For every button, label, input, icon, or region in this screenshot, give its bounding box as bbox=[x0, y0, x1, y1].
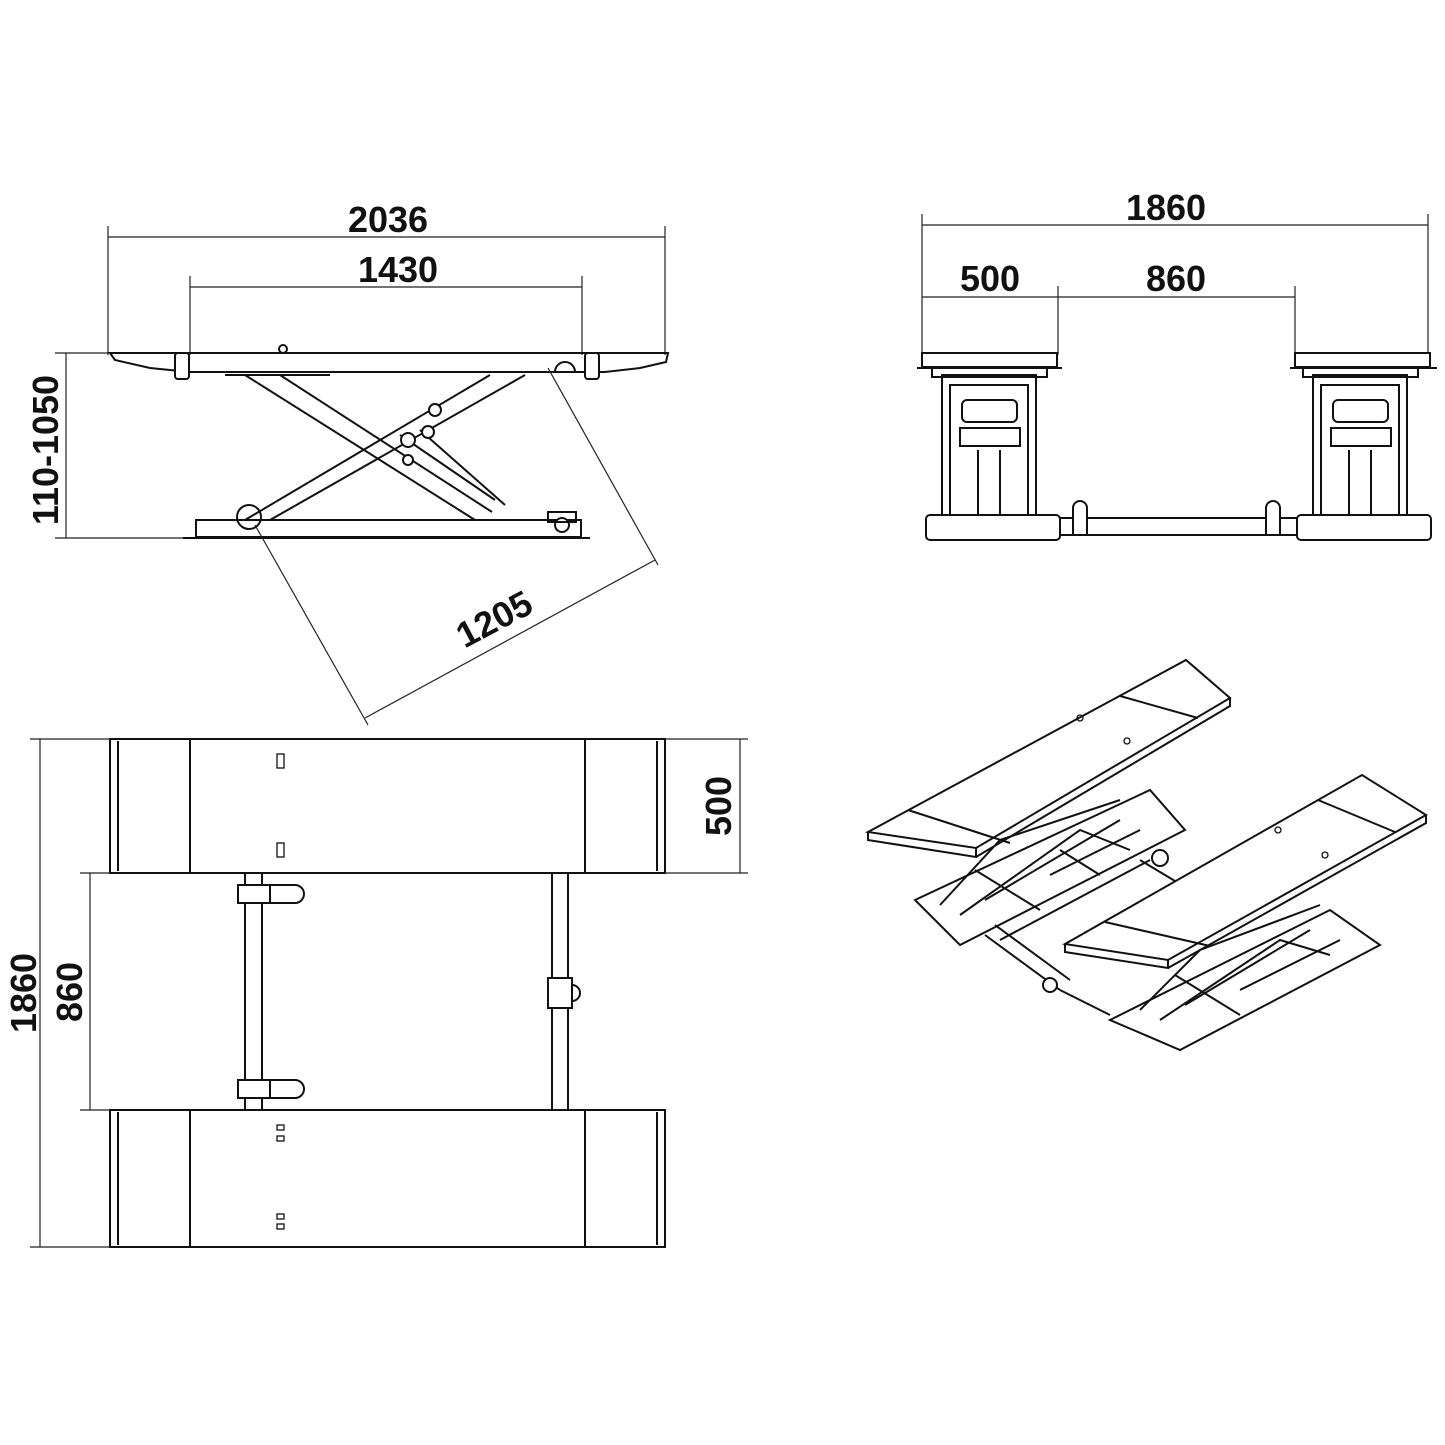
dimension-label-1430: 1430 bbox=[358, 249, 438, 290]
dimension-label-860-top: 860 bbox=[49, 962, 90, 1022]
isometric-view bbox=[864, 658, 1428, 1052]
iso-base-1 bbox=[913, 788, 1187, 947]
dimension-scissor-length: 1205 bbox=[254, 367, 659, 726]
dimension-label-1860-front: 1860 bbox=[1126, 187, 1206, 228]
crossbar-top-left bbox=[244, 872, 263, 1111]
top-view: 500 860 1860 bbox=[3, 738, 748, 1248]
iso-platform-2 bbox=[1062, 773, 1428, 970]
front-view: 1860 500 860 bbox=[917, 187, 1437, 541]
iso-platform-1 bbox=[864, 658, 1232, 859]
dimension-label-500-top: 500 bbox=[698, 776, 739, 836]
dimension-platform-length: 1430 bbox=[189, 249, 583, 355]
dimension-overall-width: 1860 bbox=[921, 187, 1429, 355]
iso-base-2 bbox=[1107, 908, 1382, 1052]
side-view: 2036 1430 110-1050 bbox=[25, 199, 670, 726]
dimension-platform-width-front: 500 860 bbox=[922, 258, 1296, 355]
lift-unit-left bbox=[917, 352, 1062, 541]
dimension-overall-length: 2036 bbox=[107, 199, 666, 355]
lift-unit-right bbox=[1290, 352, 1437, 541]
iso-scissor-1 bbox=[939, 799, 1141, 916]
dimension-label-1860-top: 1860 bbox=[3, 953, 44, 1033]
platform-top-2 bbox=[109, 1109, 666, 1248]
dimension-label-110-1050: 110-1050 bbox=[25, 375, 66, 525]
dimension-platform-width-top: 500 bbox=[665, 738, 748, 874]
platform-side bbox=[108, 352, 670, 373]
dimension-label-860-front: 860 bbox=[1146, 258, 1206, 299]
platform-top-1 bbox=[109, 738, 666, 874]
scissor-arms bbox=[244, 374, 526, 521]
dimension-label-500-front: 500 bbox=[960, 258, 1020, 299]
dimension-gap-width-top: 860 bbox=[49, 872, 110, 1111]
dimension-label-2036: 2036 bbox=[348, 199, 428, 240]
dimension-overall-width-top: 1860 bbox=[3, 738, 110, 1248]
dimension-height-range: 110-1050 bbox=[25, 352, 190, 539]
dimension-label-1205: 1205 bbox=[449, 582, 539, 656]
